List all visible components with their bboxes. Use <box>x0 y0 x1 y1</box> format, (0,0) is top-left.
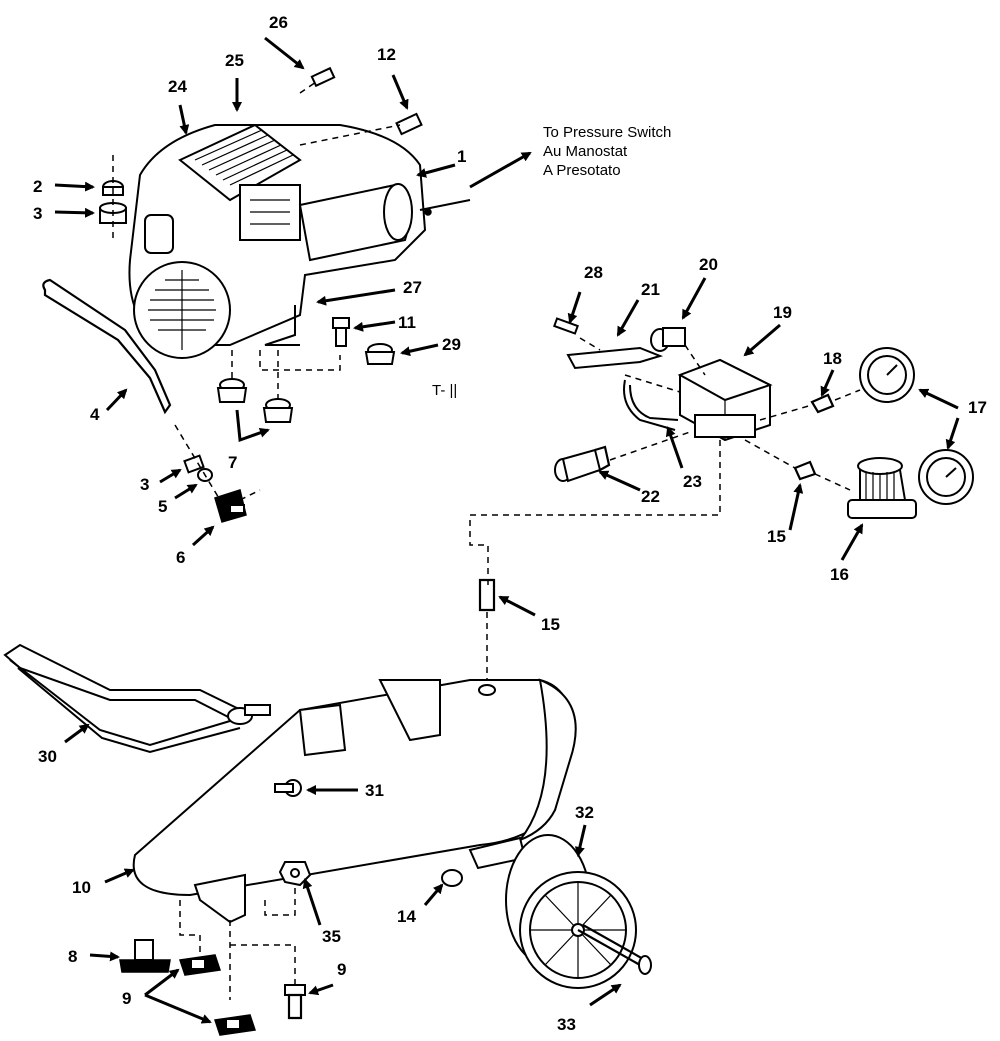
note-line-2: Au Manostat <box>543 143 628 160</box>
screw-part-26 <box>310 66 336 88</box>
fitting-part-18 <box>810 393 835 414</box>
gauge-part-17-lower <box>918 449 974 505</box>
callout-label: 22 <box>641 487 660 506</box>
regulator-part-16 <box>847 457 917 519</box>
rubber-feet-part-7 <box>216 378 294 423</box>
note-line-3: A Presotato <box>543 162 621 179</box>
callout-label: 4 <box>90 405 100 424</box>
callout-label: 19 <box>773 303 792 322</box>
pad-part-9-upper <box>179 954 221 976</box>
callout-label: 27 <box>403 278 422 297</box>
callout-label: 11 <box>398 313 416 332</box>
callout-label: 20 <box>699 255 718 274</box>
gauge-part-17-upper <box>859 347 915 403</box>
callout-label: 16 <box>830 565 849 584</box>
check-valve-part-22 <box>554 445 611 483</box>
bolt-part-12 <box>395 112 423 136</box>
nut-part-3-lower <box>183 454 205 474</box>
callout-label: 3 <box>140 475 149 494</box>
callout-label: 10 <box>72 878 91 897</box>
callout-label: 2 <box>33 177 42 196</box>
callout-label: 29 <box>442 335 461 354</box>
wheel-part-32 <box>505 834 637 989</box>
callout-label: 14 <box>397 907 416 926</box>
callout-label: 17 <box>968 398 987 417</box>
screw-part-28 <box>553 317 579 335</box>
callout-label: 15 <box>767 527 786 546</box>
callout-label: 30 <box>38 747 57 766</box>
air-tank-part-10 <box>132 678 577 924</box>
bolt-part-14 <box>441 869 463 887</box>
valve-part-6 <box>214 489 247 523</box>
callout-label: 5 <box>158 497 167 516</box>
callout-label: 12 <box>377 45 396 64</box>
callout-label: 6 <box>176 548 185 567</box>
handle-tube-part-4 <box>42 278 172 415</box>
callout-label: 7 <box>228 453 237 472</box>
rubber-foot-part-29 <box>364 343 396 365</box>
pad-part-9-lower <box>214 1014 256 1036</box>
callout-label: 23 <box>683 472 702 491</box>
pump-motor-assembly <box>128 123 471 359</box>
callout-label: 1 <box>457 147 466 166</box>
callout-label: 21 <box>641 280 660 299</box>
callout-label: 32 <box>575 803 594 822</box>
callout-arrows <box>54 36 960 1024</box>
pressure-switch-part-19 <box>677 358 773 442</box>
tank-handle-part-30 <box>3 643 271 754</box>
callout-label: 9 <box>122 989 131 1008</box>
callout-label: 24 <box>168 77 187 96</box>
callout-label: 3 <box>33 204 42 223</box>
axle-bolt-part-33 <box>577 924 652 975</box>
callout-label: 15 <box>541 615 560 634</box>
fitting-part-15-lower <box>478 578 496 612</box>
bracket-part-21 <box>566 346 664 370</box>
callout-label: 33 <box>557 1015 576 1034</box>
bolt-part-31 <box>274 779 302 797</box>
foot-part-8 <box>119 939 171 973</box>
callout-label: 25 <box>225 51 244 70</box>
relief-valve-part-20 <box>650 327 686 352</box>
callout-label: 18 <box>823 349 842 368</box>
bolt-part-11 <box>332 317 350 347</box>
nut-part-35 <box>278 861 312 887</box>
callout-label: 31 <box>365 781 384 800</box>
callout-labels: 26 12 25 24 2 3 1 27 11 29 4 7 3 5 6 20 … <box>33 13 987 1034</box>
callout-label: 35 <box>322 927 341 946</box>
callout-label: 9 <box>337 960 346 979</box>
callout-label: 28 <box>584 263 603 282</box>
callout-label: 26 <box>269 13 288 32</box>
note-line-1: To Pressure Switch <box>543 124 671 141</box>
svg-text:T- ||: T- || <box>432 382 457 399</box>
callout-label: 8 <box>68 947 77 966</box>
fitting-part-15-upper <box>793 460 817 481</box>
bolt-part-9-right <box>284 984 306 1020</box>
